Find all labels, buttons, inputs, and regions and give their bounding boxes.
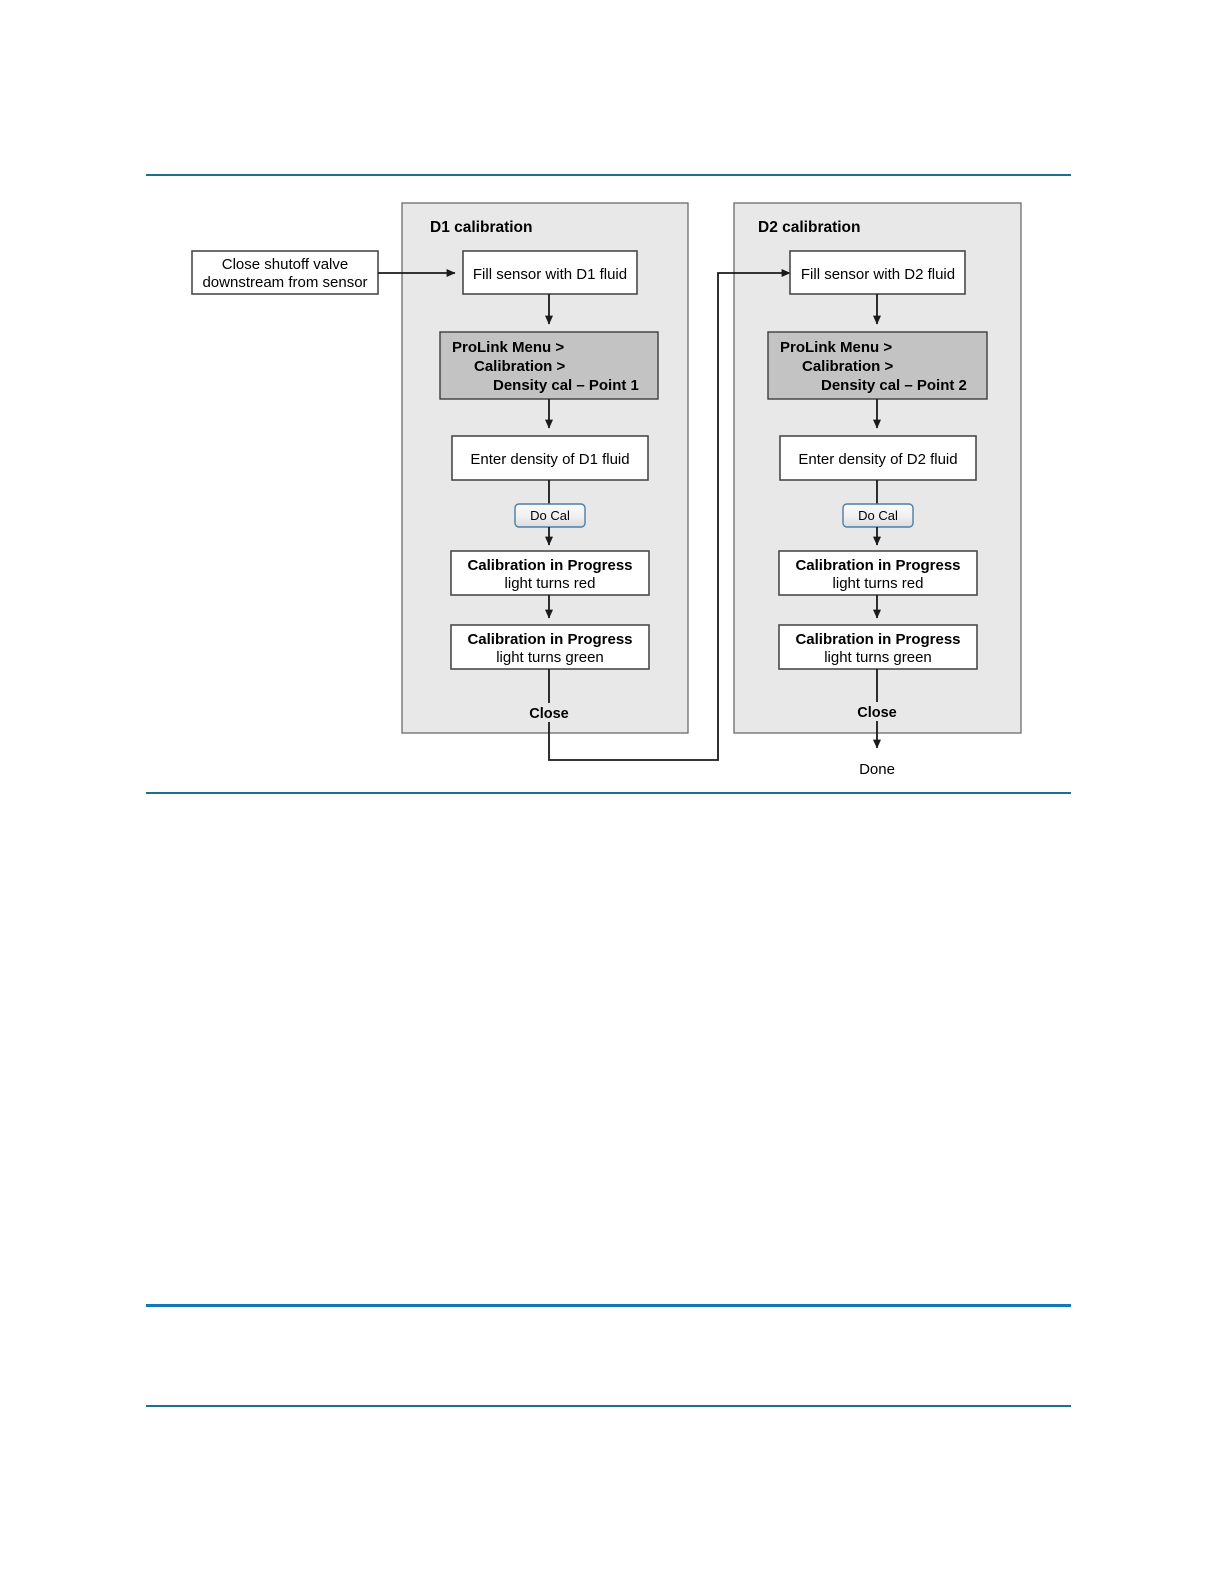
node-cal-in-progress-green-d2: Calibration in Progress light turns gree…	[778, 624, 978, 670]
enter-density-d1-label: Enter density of D1 fluid	[470, 451, 629, 468]
close-label-d1-backdrop	[520, 703, 578, 722]
footer-rule-lower	[146, 1405, 1071, 1407]
node-cal-in-progress-green-d1: Calibration in Progress light turns gree…	[450, 624, 650, 670]
panel-d2-title: D2 calibration	[758, 219, 861, 236]
cal-in-progress-red-d1-box	[450, 550, 650, 596]
node-cal-in-progress-red-d1: Calibration in Progress light turns red	[450, 550, 650, 596]
cal-in-progress-red-d1-subtitle: light turns red	[505, 575, 596, 592]
cal-in-progress-green-d1-subtitle: light turns green	[496, 649, 604, 666]
cal-in-progress-green-d1-title: Calibration in Progress	[467, 631, 632, 648]
cal-in-progress-red-d2-title: Calibration in Progress	[795, 557, 960, 574]
panel-d1-title: D1 calibration	[430, 219, 533, 236]
close-shutoff-valve-line2: downstream from sensor	[202, 274, 367, 291]
cal-in-progress-green-d2-box	[778, 624, 978, 670]
node-cal-in-progress-red-d2: Calibration in Progress light turns red	[778, 550, 978, 596]
cal-in-progress-green-d1-box	[450, 624, 650, 670]
figure-bottom-rule	[146, 792, 1071, 794]
node-prolink-menu-point-1: ProLink Menu > Calibration > Density cal…	[439, 331, 659, 400]
prolink-menu-point-2-line2: Calibration >	[802, 358, 894, 375]
cal-in-progress-green-d2-title: Calibration in Progress	[795, 631, 960, 648]
prolink-menu-point-2-box	[767, 331, 988, 400]
enter-density-d2-label: Enter density of D2 fluid	[798, 451, 957, 468]
cal-in-progress-red-d1-title: Calibration in Progress	[467, 557, 632, 574]
prolink-menu-point-1-line3: Density cal – Point 1	[493, 377, 639, 394]
close-label-d2-backdrop	[848, 702, 906, 721]
prolink-menu-point-2-line1: ProLink Menu >	[780, 339, 892, 356]
enter-density-d2-box	[779, 435, 977, 481]
node-prolink-menu-point-2: ProLink Menu > Calibration > Density cal…	[767, 331, 988, 400]
connector-d1-close-loop-to-d2	[548, 269, 791, 761]
cal-in-progress-red-d2-subtitle: light turns red	[833, 575, 924, 592]
footer-rule-upper	[146, 1304, 1071, 1307]
node-enter-density-d2: Enter density of D2 fluid	[779, 435, 977, 481]
close-label-d2: Close	[857, 705, 897, 721]
do-cal-d1-label: Do Cal	[530, 508, 570, 523]
enter-density-d1-box	[451, 435, 649, 481]
fill-sensor-d1-label: Fill sensor with D1 fluid	[473, 266, 627, 283]
top-rule	[146, 174, 1071, 176]
prolink-menu-point-1-line1: ProLink Menu >	[452, 339, 564, 356]
prolink-menu-point-2-line3: Density cal – Point 2	[821, 377, 967, 394]
do-cal-d2-button[interactable]	[842, 503, 914, 528]
prolink-menu-point-1-line2: Calibration >	[474, 358, 566, 375]
fill-sensor-d2-box	[789, 250, 966, 295]
prolink-menu-point-1-box	[439, 331, 659, 400]
close-shutoff-valve-line1: Close shutoff valve	[222, 256, 348, 273]
cal-in-progress-red-d2-box	[778, 550, 978, 596]
close-label-d1: Close	[529, 706, 569, 722]
do-cal-d2-label: Do Cal	[858, 508, 898, 523]
close-shutoff-valve-box	[191, 250, 379, 295]
cal-in-progress-green-d2-subtitle: light turns green	[824, 649, 932, 666]
node-enter-density-d1: Enter density of D1 fluid	[451, 435, 649, 481]
fill-sensor-d1-box	[462, 250, 638, 295]
node-fill-sensor-d2: Fill sensor with D2 fluid	[789, 250, 966, 295]
button-do-cal-d2[interactable]: Do Cal	[842, 503, 914, 528]
node-fill-sensor-d1: Fill sensor with D1 fluid	[462, 250, 638, 295]
fill-sensor-d2-label: Fill sensor with D2 fluid	[801, 266, 955, 283]
calibration-flowchart: D1 calibration D2 calibration Close shut…	[191, 202, 1022, 778]
button-do-cal-d1[interactable]: Do Cal	[514, 503, 586, 528]
done-label: Done	[859, 761, 895, 778]
node-close-shutoff-valve: Close shutoff valve downstream from sens…	[191, 250, 379, 295]
do-cal-d1-button[interactable]	[514, 503, 586, 528]
